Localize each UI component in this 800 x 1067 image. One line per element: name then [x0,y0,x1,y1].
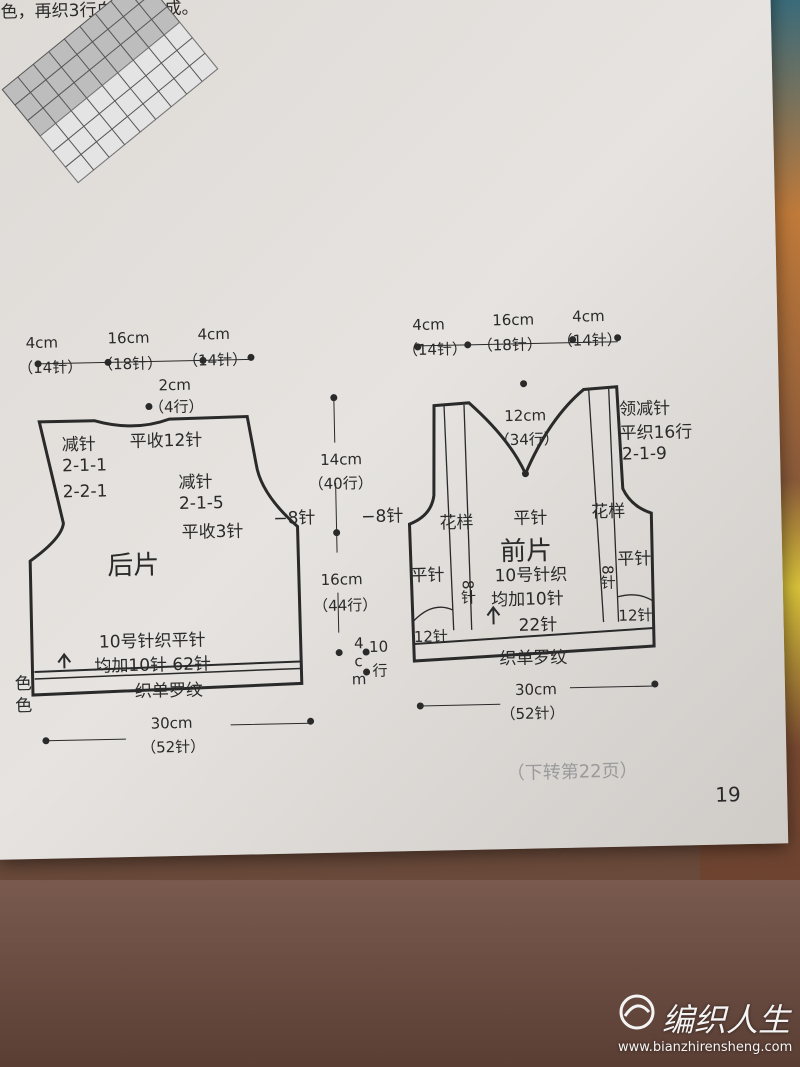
left-partial-2: 色 [15,696,33,717]
back-neck-decrease: 减针 [61,434,96,456]
watermark-brand: 编织人生 [662,1001,791,1039]
front-pattern-right: 花样 [591,501,626,523]
rib-height-3: m [351,670,367,689]
watermark-logo-icon [619,994,655,1030]
side-rows: （44行） [312,595,378,616]
front-center-stitches: 22针 [518,615,558,636]
front-cable-lines [413,388,654,631]
front-stitches-left: （14针） [402,339,468,360]
knitting-diagram [1,0,659,745]
side-height: 16cm [320,570,363,589]
back-neck-rule-1: 2-1-1 [61,455,108,477]
back-increase-text: 均加10针 62针 [94,654,212,677]
front-increase-text: 均加10针 [490,588,564,611]
front-neck-rows: （34行） [494,429,560,450]
table-surface [0,880,800,1067]
front-cable-left: 8针 [458,579,478,605]
back-armhole-rule: 2-1-5 [178,493,224,514]
back-ribbing: 织单罗纹 [134,680,204,702]
front-cable-right: 8针 [598,564,617,590]
front-width-right: 4cm [571,306,605,326]
back-width-left: 4cm [25,333,59,353]
page-number: 19 [714,782,741,807]
back-neck-rule-2: 2-2-1 [62,481,108,503]
armhole-rows: （40行） [308,473,373,494]
front-piece-outline [407,385,656,663]
front-side-right: 平针 [617,549,652,570]
back-stitches-left: （14针） [17,357,83,378]
front-bottom-stitches: （52针） [500,703,565,724]
front-neck-note-3: 2-1-9 [621,443,667,465]
front-neck-note-2: 平织16行 [619,422,693,444]
front-side-left: 平针 [410,565,445,587]
pattern-chart-fragment [1,0,219,184]
front-edge-left: 12针 [413,627,449,647]
book-page: 色，再织3行白色，完成。 [0,0,789,860]
rib-rows-2: 行 [372,661,388,680]
back-increase-arrow [57,652,72,669]
continued-note: （下转第22页） [506,760,638,785]
front-increase-arrow [486,605,501,625]
back-bottom-width: 30cm [150,713,193,733]
back-armhole-bind-off: 平收3针 [181,521,244,543]
back-piece-outline [28,414,304,697]
front-bottom-width: 30cm [514,680,558,699]
back-neck-depth: 2cm [158,375,192,395]
back-armhole-side: −8针 [273,508,316,529]
front-neck-note-1: 领减针 [618,398,671,420]
front-stitches-right: （14针） [557,330,622,350]
front-top-dim-line [417,341,618,347]
front-bottom-dim-line [420,685,655,707]
back-body-text: 10号针织平针 [98,630,206,653]
front-rib-line [413,627,654,646]
back-width-right: 4cm [197,324,231,344]
front-width-left: 4cm [412,315,445,335]
front-body-text: 10号针织 [494,564,568,587]
back-armhole-decrease: 减针 [178,472,213,493]
back-bind-off-top: 平收12针 [129,430,203,452]
middle-vertical-dim-line [333,397,340,633]
back-stitches-center: （18针） [97,354,163,374]
front-edge-right: 12针 [618,606,653,625]
back-top-dim-line [38,358,252,365]
front-armhole-side: −8针 [361,506,404,528]
rib-height-2: c [354,652,363,671]
back-bottom-stitches: （52针） [140,737,206,757]
rib-rows-1: 10 [368,637,389,656]
front-ribbing: 织单罗纹 [499,647,568,670]
back-bottom-dim-line [45,722,311,742]
front-width-center: 16cm [492,310,535,330]
back-neck-rows: （4行） [148,397,204,417]
rib-height-1: 4 [353,634,364,653]
front-pattern-center: 平针 [513,508,548,529]
back-rib-line [34,667,301,680]
armhole-height: 14cm [319,450,363,469]
back-rib-line-top [34,660,301,674]
back-piece-title: 后片 [106,550,160,582]
front-neck-depth: 12cm [504,406,547,426]
front-stitches-center: （18针） [477,335,543,355]
watermark-url: www.bianzhirensheng.com [618,1040,793,1055]
back-stitches-right: （14针） [182,350,248,370]
back-width-center: 16cm [107,328,150,348]
front-pattern-left: 花样 [439,512,474,534]
